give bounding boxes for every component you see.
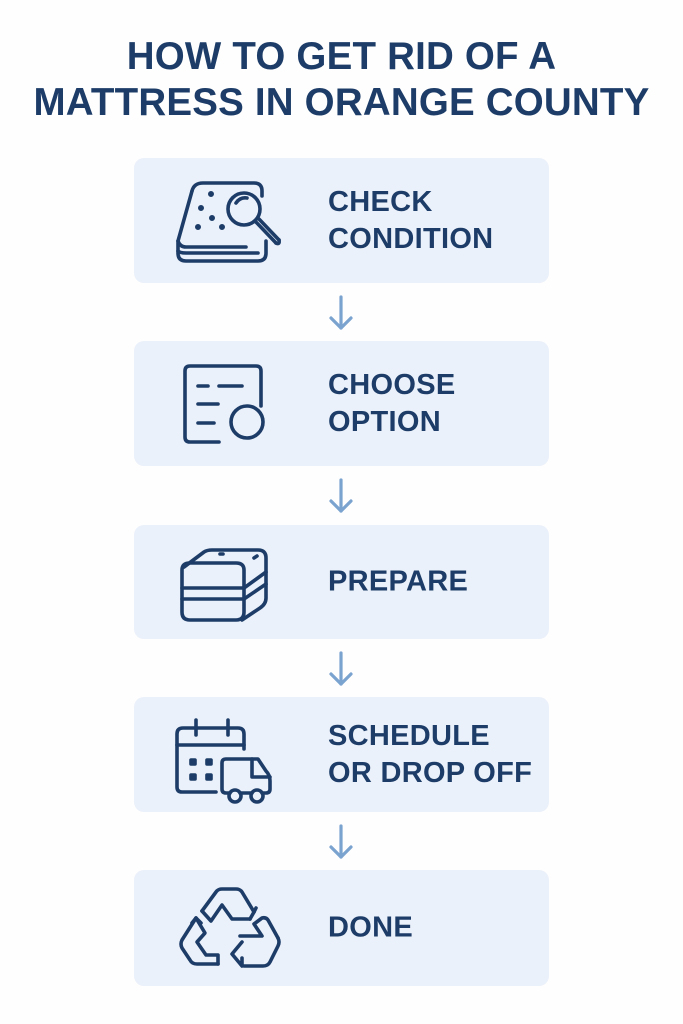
step-label: PREPARE [328,564,468,601]
title-line-2: MATTRESS IN ORANGE COUNTY [33,81,650,124]
checklist-option-icon [170,354,290,454]
stacked-mattress-icon [170,532,290,632]
down-arrow-icon [327,294,355,332]
step-label-line-2: OPTION [328,405,441,438]
step-choose-option: CHOOSE OPTION [134,341,549,466]
down-arrow-icon [327,823,355,861]
down-arrow-icon [327,650,355,688]
recycle-icon [170,878,290,978]
step-schedule-drop-off: SCHEDULE OR DROP OFF [134,697,549,812]
title-line-1: HOW TO GET RID OF A [126,35,557,78]
calendar-truck-icon [170,705,290,805]
step-label-line-1: DONE [328,911,413,944]
step-done: DONE [134,870,549,986]
step-label: SCHEDULE OR DROP OFF [328,718,532,792]
step-label: CHOOSE OPTION [328,367,456,441]
step-label-line-1: PREPARE [328,565,469,598]
page-title: HOW TO GET RID OF A MATTRESS IN ORANGE C… [0,34,683,126]
step-prepare: PREPARE [134,525,549,639]
step-check-condition: CHECK CONDITION [134,158,549,283]
step-label: CHECK CONDITION [328,184,493,258]
step-label-line-1: SCHEDULE [328,719,490,752]
step-label: DONE [328,910,413,947]
step-label-line-2: CONDITION [328,222,494,255]
step-label-line-1: CHOOSE [328,368,456,401]
step-label-line-2: OR DROP OFF [328,756,533,789]
down-arrow-icon [327,477,355,515]
step-label-line-1: CHECK [328,185,433,218]
mattress-magnifier-icon [170,171,290,271]
